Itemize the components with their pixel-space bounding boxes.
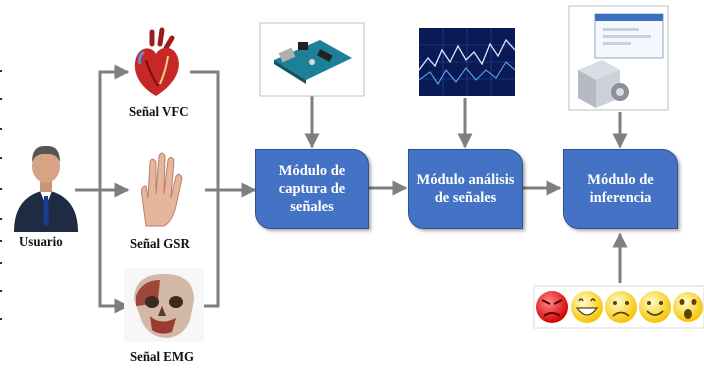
- emotions-panel: [533, 285, 704, 329]
- arrow-to-heart: [98, 64, 130, 190]
- capture-module-label: Módulo de captura de señales: [278, 162, 346, 216]
- arduino-board-icon: [259, 22, 365, 97]
- skull-muscles-icon: [124, 268, 204, 342]
- signal-label-emg: Señal EMG: [130, 350, 195, 365]
- heart-icon: [134, 27, 179, 96]
- surprised-face-icon: [673, 292, 703, 322]
- businessman-avatar-icon: [14, 145, 78, 232]
- smiling-face-icon: [639, 291, 671, 323]
- signal-label-vfc: Señal VFC: [129, 105, 189, 120]
- analysis-module: Módulo análisis de señales: [408, 149, 523, 229]
- inference-module: Módulo de inferencia: [563, 149, 678, 229]
- signal-chart-screen-icon: [418, 28, 516, 96]
- signal-label-gsr: Señal GSR: [130, 237, 190, 252]
- software-window-server-icon: [568, 5, 669, 111]
- line-from-heart: [190, 70, 220, 190]
- hand-icon: [141, 152, 183, 227]
- analysis-module-label: Módulo análisis de señales: [416, 171, 515, 206]
- angry-face-icon: [536, 291, 568, 323]
- inference-module-label: Módulo de inferencia: [587, 171, 654, 206]
- user-label: Usuario: [19, 235, 63, 250]
- sad-face-icon: [605, 291, 637, 323]
- arrow-to-emg: [98, 190, 130, 314]
- grinning-face-icon: [571, 291, 603, 323]
- capture-module: Módulo de captura de señales: [255, 149, 369, 229]
